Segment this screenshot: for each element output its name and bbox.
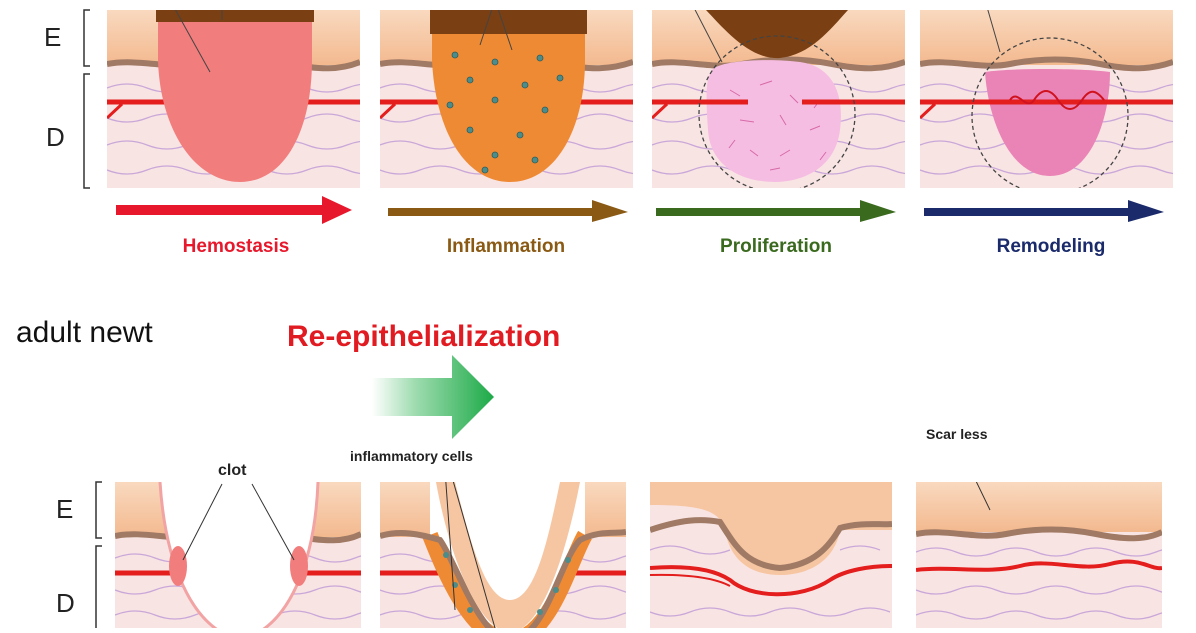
organism-label: adult newt bbox=[16, 316, 153, 349]
bottom-panel-scarless bbox=[916, 482, 1162, 628]
stage-label-remodeling: Remodeling bbox=[996, 236, 1106, 257]
bottom-panel-reepithelialized bbox=[650, 482, 892, 628]
panel-hemostasis bbox=[107, 10, 360, 188]
stage-label-proliferation: Proliferation bbox=[720, 236, 832, 257]
stage-label-hemostasis: Hemostasis bbox=[182, 236, 290, 257]
inflammatory-cells-label: inflammatory cells bbox=[350, 448, 473, 464]
stage-arrows bbox=[116, 196, 1164, 224]
clot-label: clot bbox=[218, 462, 247, 479]
scar-less-label: Scar less bbox=[926, 426, 988, 442]
bottom-layer-brackets bbox=[95, 481, 102, 628]
panel-proliferation bbox=[652, 10, 905, 188]
re-epithelialization-arrow bbox=[372, 355, 494, 439]
panel-remodeling bbox=[920, 10, 1173, 188]
bottom-panel-inflammatory bbox=[380, 482, 626, 628]
top-layer-brackets bbox=[83, 9, 90, 189]
bottom-panel-clot bbox=[115, 482, 361, 628]
process-label: Re-epithelialization bbox=[287, 320, 561, 353]
bottom-epidermis-label: E bbox=[56, 494, 74, 524]
top-epidermis-label: E bbox=[44, 22, 62, 52]
bottom-dermis-label: D bbox=[56, 588, 75, 618]
stage-label-inflammation: Inflammation bbox=[446, 236, 566, 257]
panel-inflammation bbox=[380, 10, 633, 188]
top-dermis-label: D bbox=[46, 122, 65, 152]
